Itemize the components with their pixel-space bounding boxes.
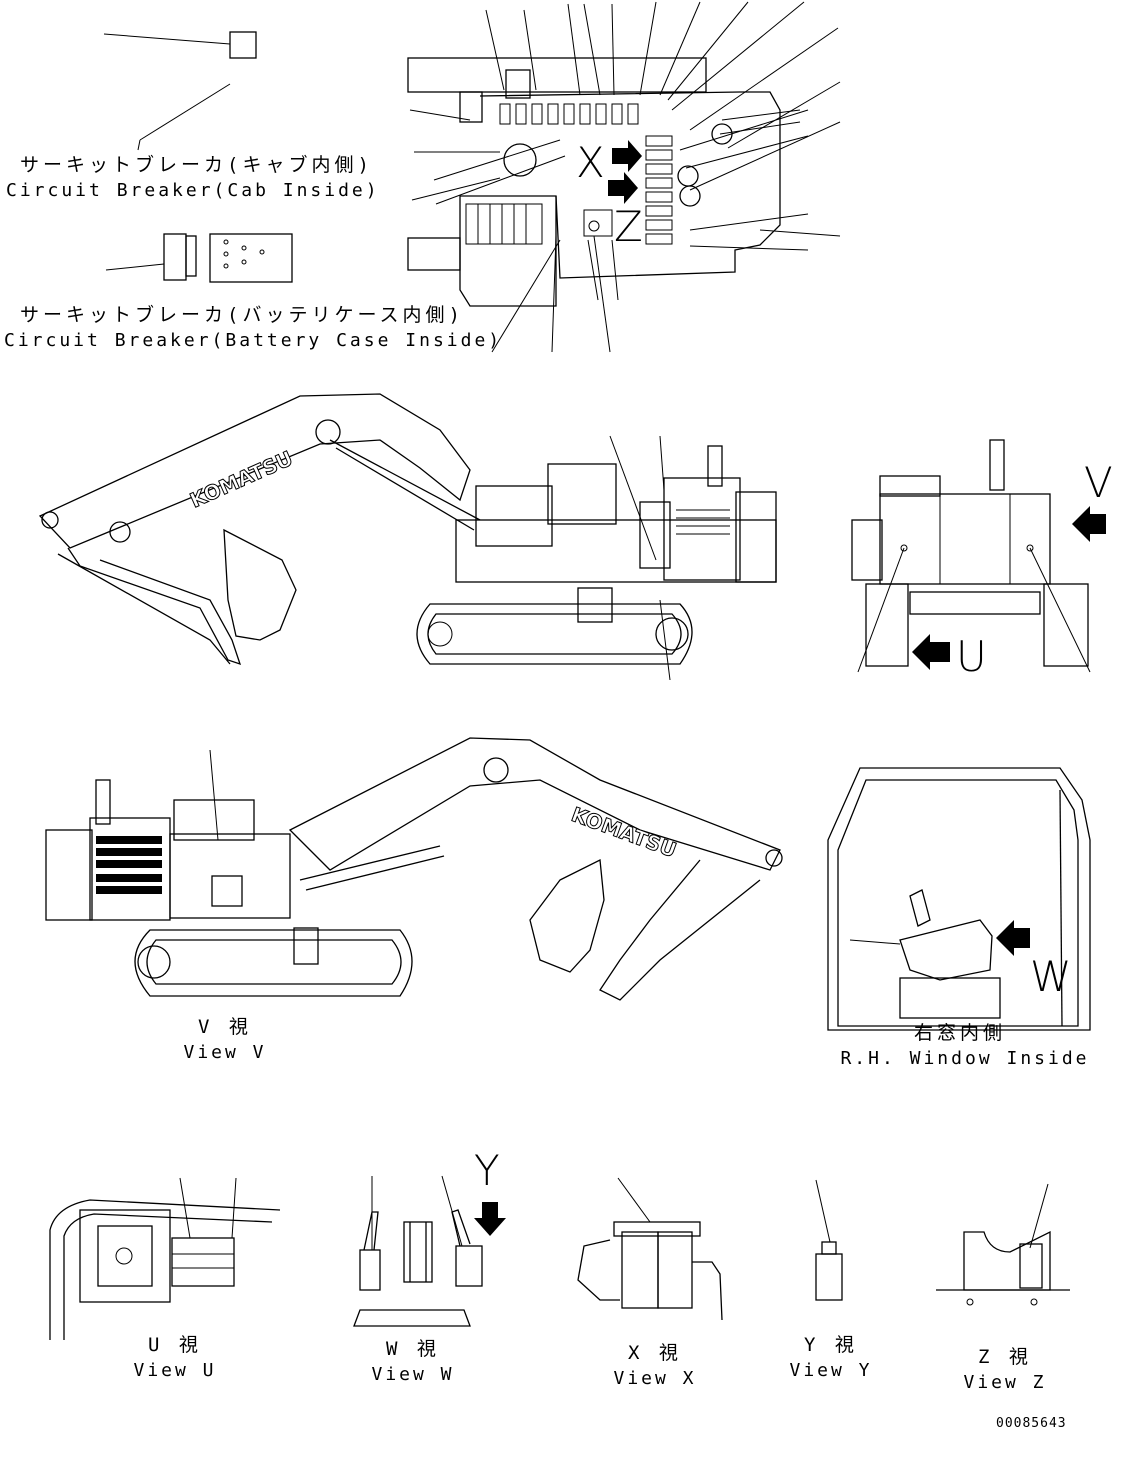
- view-v-label-en: View V: [183, 1042, 267, 1063]
- excavator-side-view-left: [38, 393, 777, 681]
- cab-circuit-breaker-label-jp: サーキットブレーカ(キャブ内側): [20, 154, 373, 176]
- view-z-label-jp: Z 視: [978, 1346, 1032, 1368]
- excavator-view-v: [45, 737, 783, 1001]
- drawing-number: 00085643: [996, 1416, 1067, 1431]
- battery-circuit-breaker-figure: [105, 233, 293, 283]
- view-x-label-en: View X: [613, 1368, 697, 1389]
- cab-circuit-breaker-label-en: Circuit Breaker(Cab Inside): [6, 180, 380, 201]
- battery-circuit-breaker-label-en: Circuit Breaker(Battery Case Inside): [4, 330, 503, 351]
- brand-logo-boom-left: KOMATSU: [186, 446, 296, 513]
- view-x-label-jp: X 視: [628, 1342, 682, 1364]
- arrow-left-icon: [912, 634, 950, 670]
- detail-view-y: [815, 1179, 843, 1301]
- brand-logo-boom-view-v: KOMATSU: [568, 802, 679, 862]
- rh-window-inside-view: [827, 767, 1091, 1031]
- view-z-label-en: View Z: [963, 1372, 1047, 1393]
- view-u-label-jp: U 視: [148, 1334, 202, 1356]
- view-w-label-en: View W: [371, 1364, 455, 1385]
- view-marker-x: X: [576, 138, 605, 187]
- rh-window-label-jp: 右窓内側: [913, 1022, 1006, 1044]
- detail-view-u: [49, 1177, 281, 1340]
- arrow-down-icon: [474, 1202, 506, 1236]
- detail-view-z: [936, 1183, 1070, 1306]
- view-marker-w: W: [1030, 952, 1072, 1001]
- view-v-label-jp: V 視: [198, 1016, 252, 1038]
- view-marker-u: U: [956, 632, 987, 681]
- detail-view-x: [577, 1177, 723, 1321]
- view-marker-y: Y: [474, 1146, 500, 1195]
- view-y-label-en: View Y: [789, 1360, 873, 1381]
- arrow-right-icon: [612, 140, 642, 172]
- view-w-label-jp: W 視: [386, 1338, 440, 1360]
- view-y-label-jp: Y 視: [804, 1334, 858, 1356]
- view-marker-v: V: [1084, 458, 1113, 507]
- cab-circuit-breaker-figure: [103, 31, 257, 151]
- view-marker-z: Z: [614, 202, 643, 251]
- arrow-left-icon: [996, 920, 1030, 956]
- excavator-rear-view: [851, 439, 1106, 673]
- plan-view: [407, 1, 841, 353]
- battery-circuit-breaker-label-jp: サーキットブレーカ(バッテリケース内側): [20, 304, 464, 326]
- view-u-label-en: View U: [133, 1360, 217, 1381]
- arrow-right-icon: [608, 172, 638, 204]
- detail-view-w: [353, 1175, 506, 1327]
- arrow-left-icon: [1072, 506, 1106, 542]
- rh-window-label-en: R.H. Window Inside: [840, 1048, 1090, 1069]
